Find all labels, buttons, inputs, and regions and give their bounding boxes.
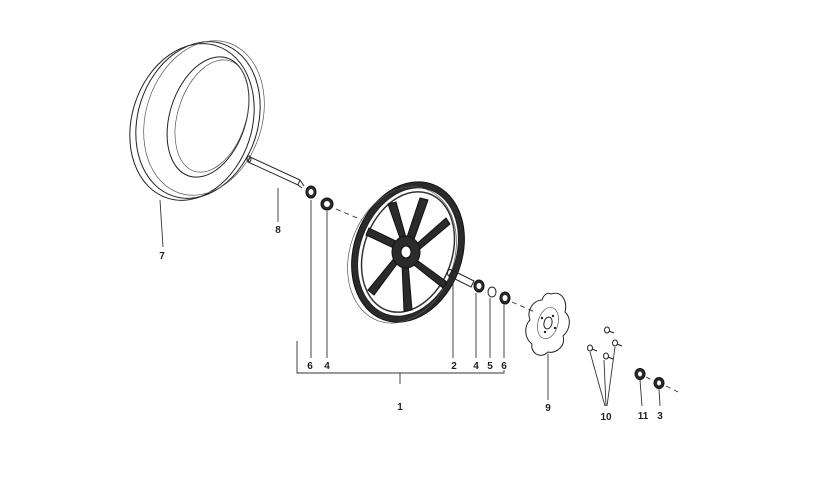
left-spacer (305, 185, 317, 199)
left-bearing (320, 197, 334, 211)
label-circlip: 5 (487, 361, 493, 372)
label-left-spacer: 6 (307, 361, 313, 372)
nut-3 (653, 377, 665, 389)
label-nut-11: 11 (638, 411, 649, 422)
label-left-bearing: 4 (324, 361, 330, 372)
label-wheel-assembly: 1 (397, 402, 403, 413)
label-brake-disc: 9 (545, 403, 551, 414)
label-right-bearing: 4 (473, 361, 479, 372)
label-disc-screws: 10 (600, 412, 612, 423)
right-bearing (473, 279, 485, 293)
circlip (487, 286, 497, 298)
label-nut-3: 3 (657, 411, 663, 422)
right-spacer (499, 291, 511, 305)
tyre (129, 40, 265, 201)
label-axle: 8 (275, 225, 281, 236)
leader-lines (159, 188, 661, 407)
wheel-rim (347, 181, 465, 324)
spacer-tube (447, 269, 475, 288)
label-tyre: 7 (159, 251, 165, 262)
nut-11 (634, 368, 646, 380)
label-right-spacer: 6 (501, 361, 507, 372)
label-spacer-tube: 2 (451, 361, 457, 372)
axle (246, 155, 305, 189)
disc-screws (587, 326, 623, 360)
brake-disc (525, 292, 570, 356)
